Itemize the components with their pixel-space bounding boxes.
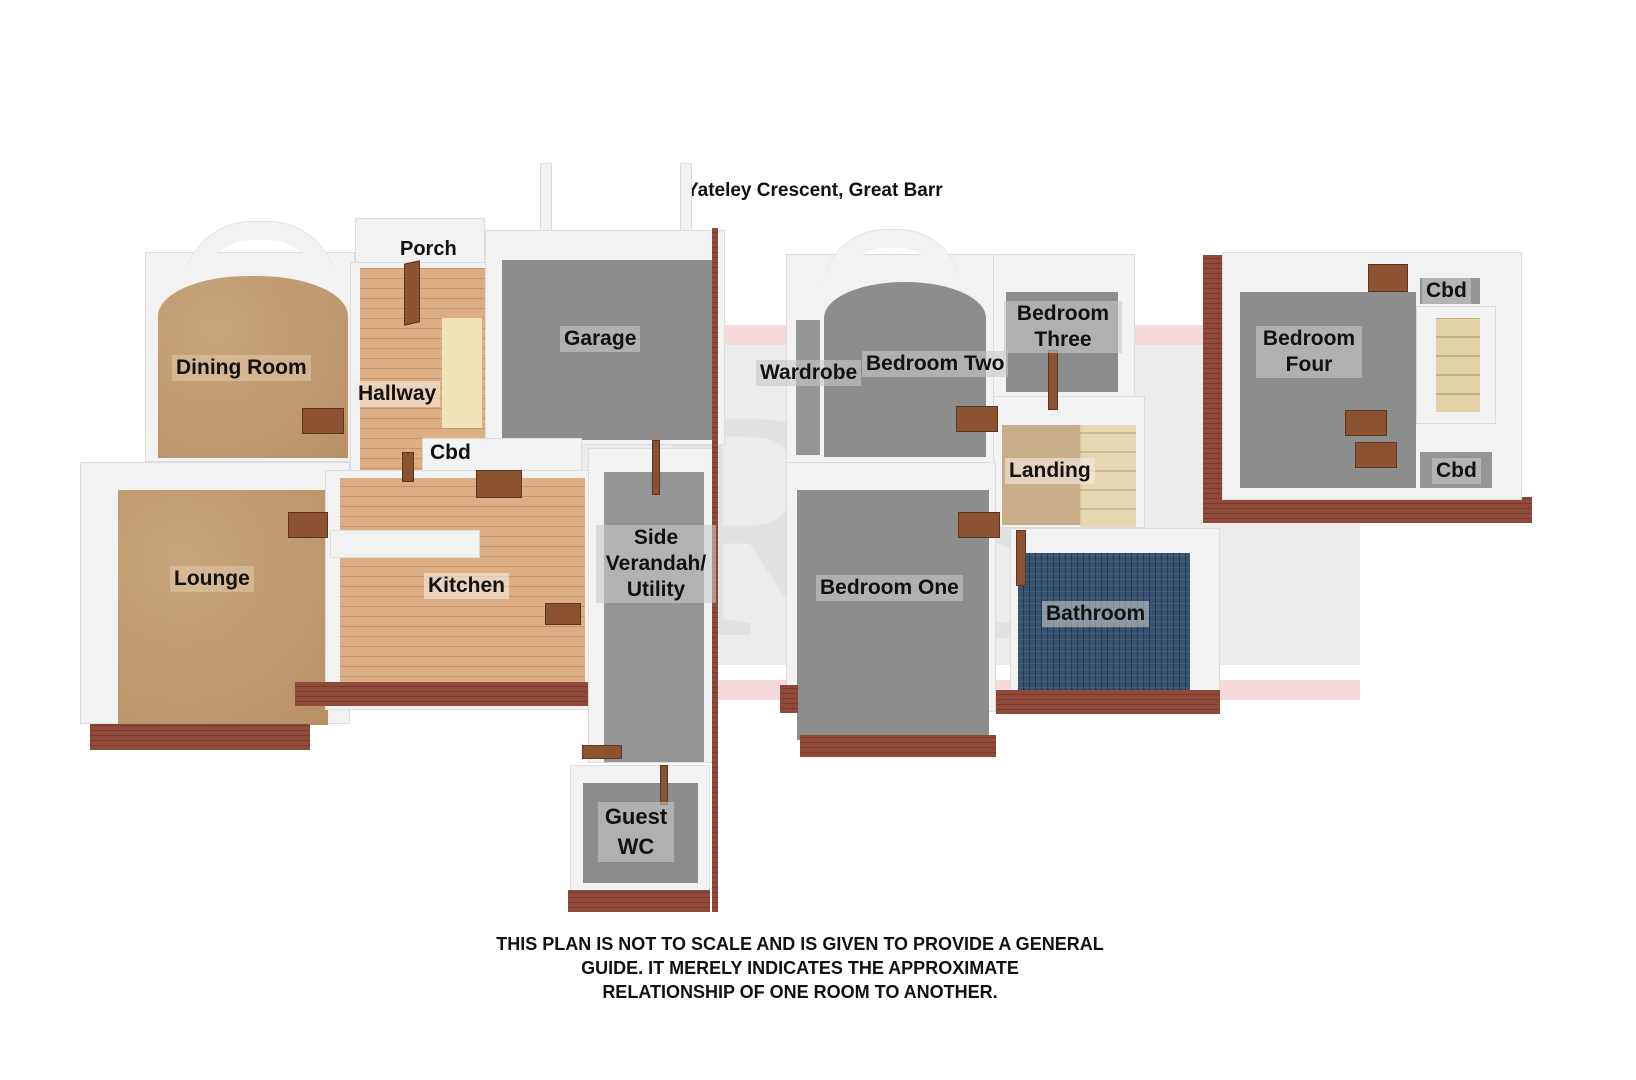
label-guest-wc: Guest WC bbox=[598, 802, 674, 862]
label-bedroom-four-line1: Bedroom bbox=[1262, 327, 1356, 350]
label-hallway: Hallway bbox=[354, 381, 441, 407]
bedroom-one-floor bbox=[797, 490, 989, 740]
bathroom-brick-base bbox=[996, 690, 1220, 714]
label-bedroom-three-line2: Three bbox=[1034, 328, 1092, 351]
door-bedroom-two bbox=[956, 406, 998, 432]
first-floor-plan: Wardrobe Bedroom Two Bedroom Three Landi… bbox=[756, 230, 1220, 757]
label-porch: Porch bbox=[400, 238, 457, 260]
door-dining bbox=[302, 408, 344, 434]
kitchen-inner-wall bbox=[330, 530, 480, 558]
label-kitchen: Kitchen bbox=[424, 573, 510, 599]
label-bedroom-two: Bedroom Two bbox=[862, 351, 1009, 377]
door-cbd bbox=[402, 452, 414, 482]
bedroom-one-brick-base bbox=[800, 735, 996, 757]
disclaimer-line-2: GUIDE. IT MERELY INDICATES THE APPROXIMA… bbox=[581, 958, 1019, 978]
label-side-verandah-line3: Utility bbox=[626, 578, 686, 601]
door-lounge bbox=[288, 512, 328, 538]
door-kitchen bbox=[476, 470, 522, 498]
door-bedroom-four bbox=[1368, 264, 1408, 292]
disclaimer-line-3: RELATIONSHIP OF ONE ROOM TO ANOTHER. bbox=[602, 982, 998, 1002]
door-guest-wc bbox=[582, 745, 622, 759]
hallway-runner bbox=[442, 318, 482, 428]
label-bedroom-four: Bedroom Four bbox=[1256, 326, 1362, 378]
label-landing: Landing bbox=[1005, 458, 1095, 484]
label-side-verandah-line2: Verandah/ bbox=[605, 552, 707, 575]
label-bedroom-three: Bedroom Three bbox=[1004, 301, 1122, 353]
label-dining-room: Dining Room bbox=[172, 355, 311, 381]
porch-walls bbox=[355, 218, 485, 268]
label-garage: Garage bbox=[560, 326, 641, 352]
ground-floor-plan: Porch Dining Room Hallway Garage Cbd Lou… bbox=[0, 0, 740, 920]
door-stairs bbox=[1345, 410, 1387, 436]
label-bathroom: Bathroom bbox=[1042, 601, 1150, 627]
label-lounge: Lounge bbox=[170, 566, 254, 592]
label-bedroom-one: Bedroom One bbox=[816, 575, 963, 601]
label-wardrobe: Wardrobe bbox=[756, 360, 862, 386]
label-cbd-bottom: Cbd bbox=[1432, 458, 1481, 484]
label-guest-wc-line1: Guest bbox=[604, 804, 668, 829]
door-bathroom bbox=[1016, 530, 1026, 586]
label-side-verandah-line1: Side bbox=[633, 526, 679, 549]
kitchen-brick-base bbox=[295, 682, 590, 706]
lounge-brick-base bbox=[90, 724, 310, 750]
door-cbd-bottom bbox=[1355, 442, 1397, 468]
door-kitchen-verandah bbox=[545, 603, 581, 625]
wardrobe-floor bbox=[796, 320, 820, 455]
label-side-verandah: Side Verandah/ Utility bbox=[596, 525, 716, 603]
door-verandah-garage bbox=[652, 440, 660, 495]
guest-wc-brick-base bbox=[568, 890, 710, 912]
disclaimer-line-1: THIS PLAN IS NOT TO SCALE AND IS GIVEN T… bbox=[496, 934, 1104, 954]
verandah-floor bbox=[604, 472, 704, 762]
second-floor-plan: Bedroom Four Cbd Cbd bbox=[0, 0, 1560, 540]
label-guest-wc-line2: WC bbox=[617, 834, 655, 859]
label-cbd-ground: Cbd bbox=[430, 441, 471, 464]
bedroom-four-brick-base bbox=[1220, 497, 1532, 523]
address-title: Yateley Crescent, Great Barr bbox=[686, 180, 943, 201]
label-cbd-top: Cbd bbox=[1422, 278, 1471, 304]
disclaimer: THIS PLAN IS NOT TO SCALE AND IS GIVEN T… bbox=[440, 932, 1160, 1004]
second-floor-stairs bbox=[1436, 318, 1480, 412]
label-bedroom-four-line2: Four bbox=[1285, 353, 1333, 376]
label-bedroom-three-line1: Bedroom bbox=[1016, 302, 1110, 325]
door-bedroom-one bbox=[958, 512, 1000, 538]
bedroom-one-brick-left bbox=[780, 685, 798, 713]
